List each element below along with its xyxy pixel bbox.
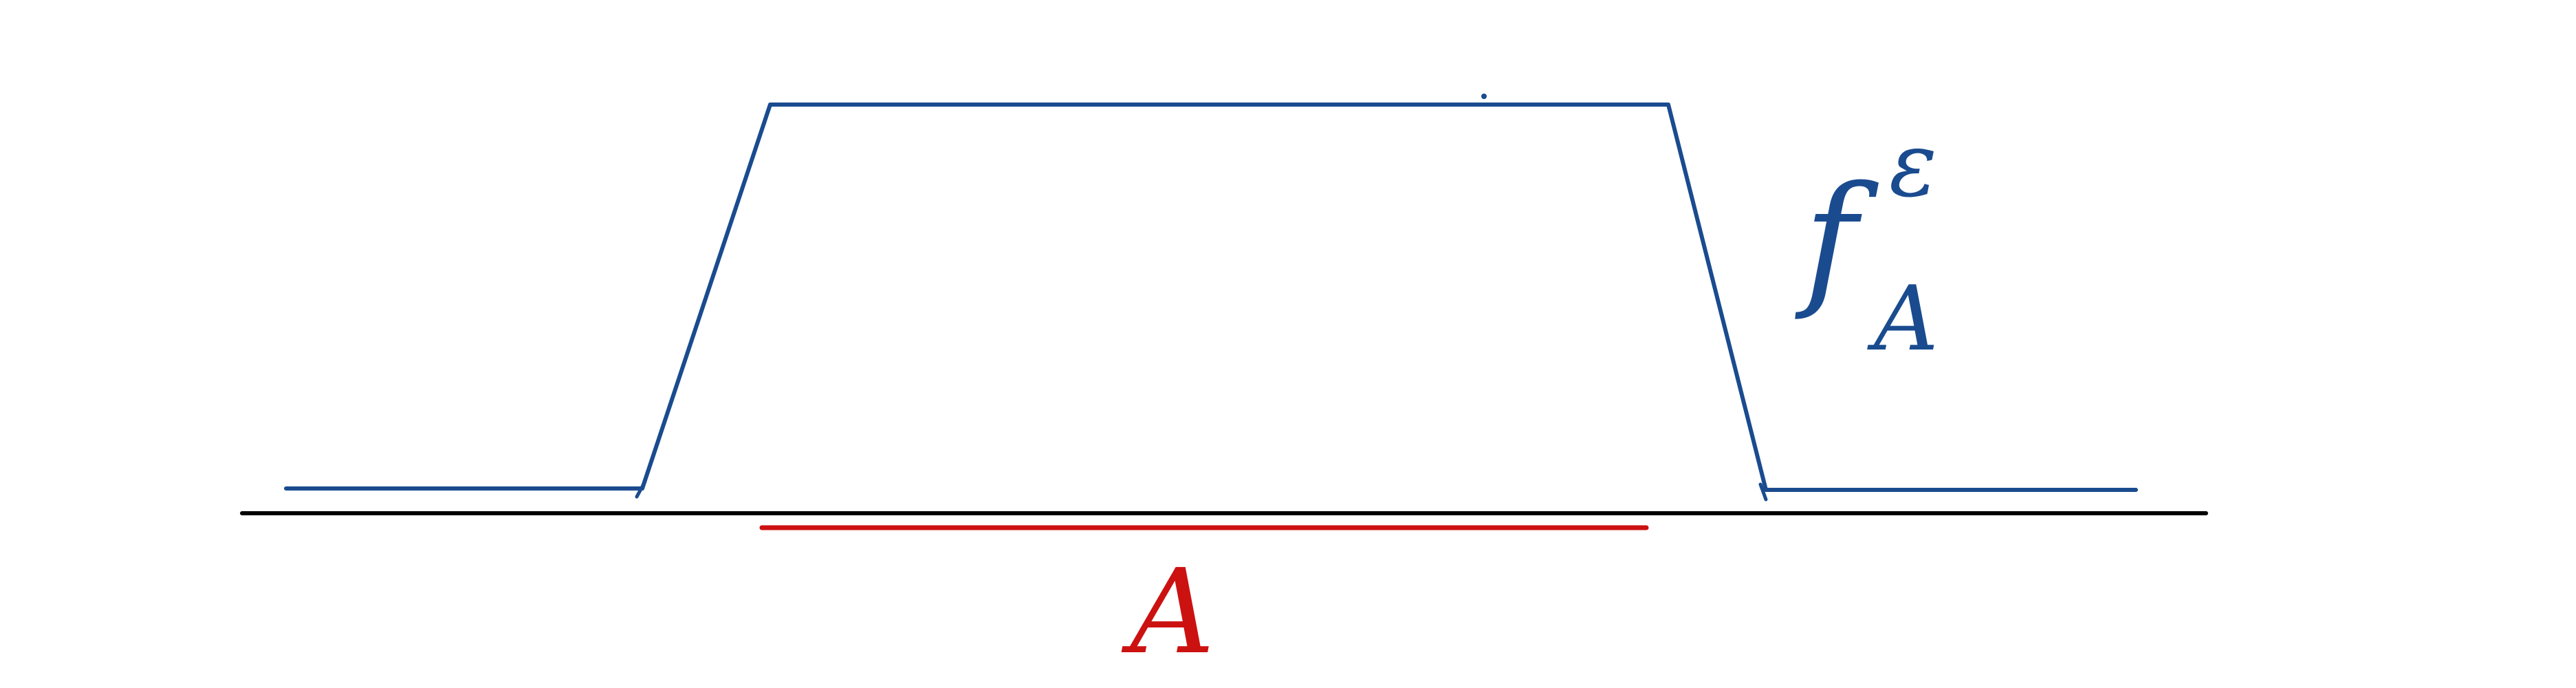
label-epsilon-superscript: ε <box>1889 112 1937 217</box>
right-ramp-tick <box>1758 482 1768 502</box>
stray-dot <box>1481 94 1487 99</box>
function-graph-trapezoid <box>284 103 2138 492</box>
label-f: f <box>1795 155 1879 323</box>
label-a-subscript: A <box>1867 266 1939 371</box>
left-ramp-tick <box>635 480 647 499</box>
label-set-a: A <box>1122 544 1215 680</box>
